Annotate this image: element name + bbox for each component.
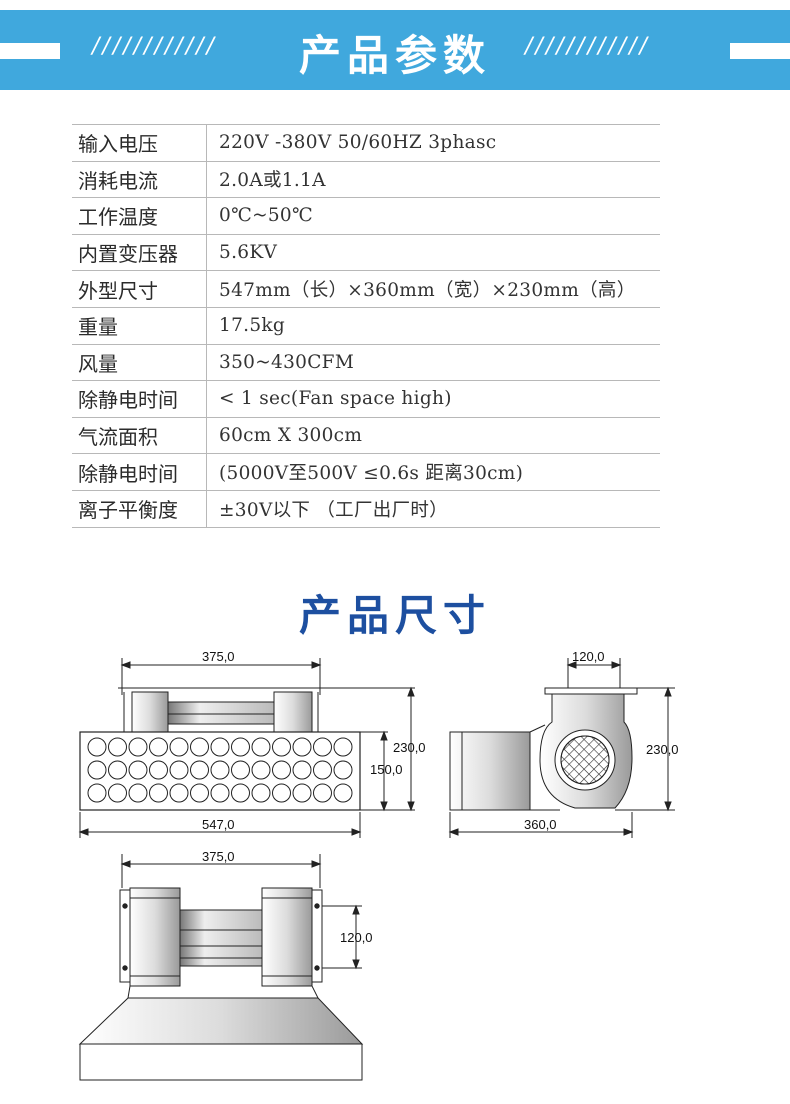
spec-value: (5000V至500V ≤0.6s 距离30cm) xyxy=(219,463,524,485)
grille-hole xyxy=(149,737,168,757)
grille-hole xyxy=(313,737,332,757)
dim-side-top: 120,0 xyxy=(572,649,605,664)
grille-hole xyxy=(313,760,332,780)
grille-hole xyxy=(87,783,107,803)
spec-key: 消耗电流 xyxy=(72,161,207,198)
grille-hole xyxy=(333,760,353,780)
banner-slashes-right: //////////// xyxy=(525,34,650,59)
spec-key: 内置变压器 xyxy=(72,234,207,271)
page-title: 产品参数 xyxy=(298,31,491,80)
spec-value: 0℃~50℃ xyxy=(219,205,314,227)
spec-key: 外型尺寸 xyxy=(72,270,207,308)
banner-slashes-left: //////////// xyxy=(92,34,217,59)
table-row: 除静电时间 < 1 sec(Fan space high) xyxy=(72,380,660,418)
grille-hole xyxy=(231,783,250,803)
grille-hole xyxy=(292,760,312,780)
grille-hole xyxy=(190,783,209,803)
technical-drawing: 375,0 230,0 150,0 547,0 120,0 230,0 360,… xyxy=(78,649,679,1081)
grille-hole xyxy=(231,737,250,757)
grille-hole xyxy=(87,760,107,780)
grille-hole xyxy=(251,783,271,803)
grille-hole xyxy=(169,783,189,803)
table-row: 输入电压 220V -380V 50/60HZ 3phasc xyxy=(72,124,660,162)
grille-hole xyxy=(169,737,189,757)
top-view xyxy=(78,854,364,1081)
grille-hole xyxy=(251,760,271,780)
spec-value: 220V -380V 50/60HZ 3phasc xyxy=(219,132,497,154)
spec-value: 60cm X 300cm xyxy=(219,425,363,447)
grille-hole xyxy=(190,737,209,757)
dim-front-body-height: 150,0 xyxy=(370,762,403,777)
side-view xyxy=(448,658,675,838)
spec-value: 17.5kg xyxy=(219,315,286,337)
banner-bar-right xyxy=(730,43,790,59)
table-row: 内置变压器 5.6KV xyxy=(72,234,660,271)
spec-key: 工作温度 xyxy=(72,197,207,235)
table-row: 工作温度 0℃~50℃ xyxy=(72,197,660,235)
grille-hole xyxy=(108,760,127,780)
grille-hole xyxy=(272,737,291,757)
grille-hole xyxy=(169,760,189,780)
spec-key: 气流面积 xyxy=(72,417,207,454)
spec-key: 输入电压 xyxy=(72,124,207,162)
dim-side-depth: 360,0 xyxy=(524,817,557,832)
spec-value: ±30V以下 （工厂出厂时） xyxy=(219,499,448,521)
dim-top-bracket: 120,0 xyxy=(340,930,373,945)
front-view xyxy=(78,658,415,838)
dim-front-top: 375,0 xyxy=(202,649,235,664)
spec-key: 除静电时间 xyxy=(72,380,207,418)
table-row: 重量 17.5kg xyxy=(72,307,660,345)
grille-hole xyxy=(313,783,332,803)
grille-hole xyxy=(128,783,148,803)
grille-hole xyxy=(108,737,127,757)
grille-hole xyxy=(292,737,312,757)
grille-hole xyxy=(210,783,230,803)
spec-key: 除静电时间 xyxy=(72,453,207,491)
grille-hole xyxy=(231,760,250,780)
table-row: 外型尺寸 547mm（长）×360mm（宽）×230mm（高） xyxy=(72,270,660,308)
grille-hole xyxy=(333,783,353,803)
grille-hole xyxy=(108,783,127,803)
grille-hole xyxy=(190,760,209,780)
table-row: 消耗电流 2.0A或1.1A xyxy=(72,161,660,198)
grille-hole xyxy=(272,760,291,780)
spec-value: 5.6KV xyxy=(219,242,278,264)
spec-value: 547mm（长）×360mm（宽）×230mm（高） xyxy=(219,280,636,302)
grille-hole xyxy=(210,737,230,757)
dim-top-width: 375,0 xyxy=(202,849,235,864)
grille-hole xyxy=(149,760,168,780)
table-row: 离子平衡度 ±30V以下 （工厂出厂时） xyxy=(72,490,660,528)
spec-value: < 1 sec(Fan space high) xyxy=(219,388,452,410)
grille-hole xyxy=(251,737,271,757)
spec-value: 350~430CFM xyxy=(219,351,355,373)
grille-hole xyxy=(87,737,107,757)
dimensions-title: 产品尺寸 xyxy=(298,591,491,640)
grille-hole xyxy=(333,737,353,757)
grille-hole xyxy=(292,783,312,803)
grille-hole xyxy=(149,783,168,803)
grille-hole xyxy=(128,760,148,780)
spec-value: 2.0A或1.1A xyxy=(219,170,326,192)
table-row: 除静电时间 (5000V至500V ≤0.6s 距离30cm) xyxy=(72,453,660,491)
spec-key: 离子平衡度 xyxy=(72,490,207,528)
banner-bar-left xyxy=(0,43,60,59)
dim-side-height: 230,0 xyxy=(646,742,679,757)
header-banner: //////////// 产品参数 //////////// xyxy=(0,10,790,90)
table-row: 风量 350~430CFM xyxy=(72,344,660,381)
spec-table: 输入电压 220V -380V 50/60HZ 3phasc 消耗电流 2.0A或1… xyxy=(72,124,660,528)
spec-key: 风量 xyxy=(72,344,207,381)
dim-front-height: 230,0 xyxy=(393,740,426,755)
grille-hole xyxy=(272,783,291,803)
grille-hole xyxy=(210,760,230,780)
grille-hole xyxy=(128,737,148,757)
spec-key: 重量 xyxy=(72,307,207,345)
dim-front-length: 547,0 xyxy=(202,817,235,832)
table-row: 气流面积 60cm X 300cm xyxy=(72,417,660,454)
